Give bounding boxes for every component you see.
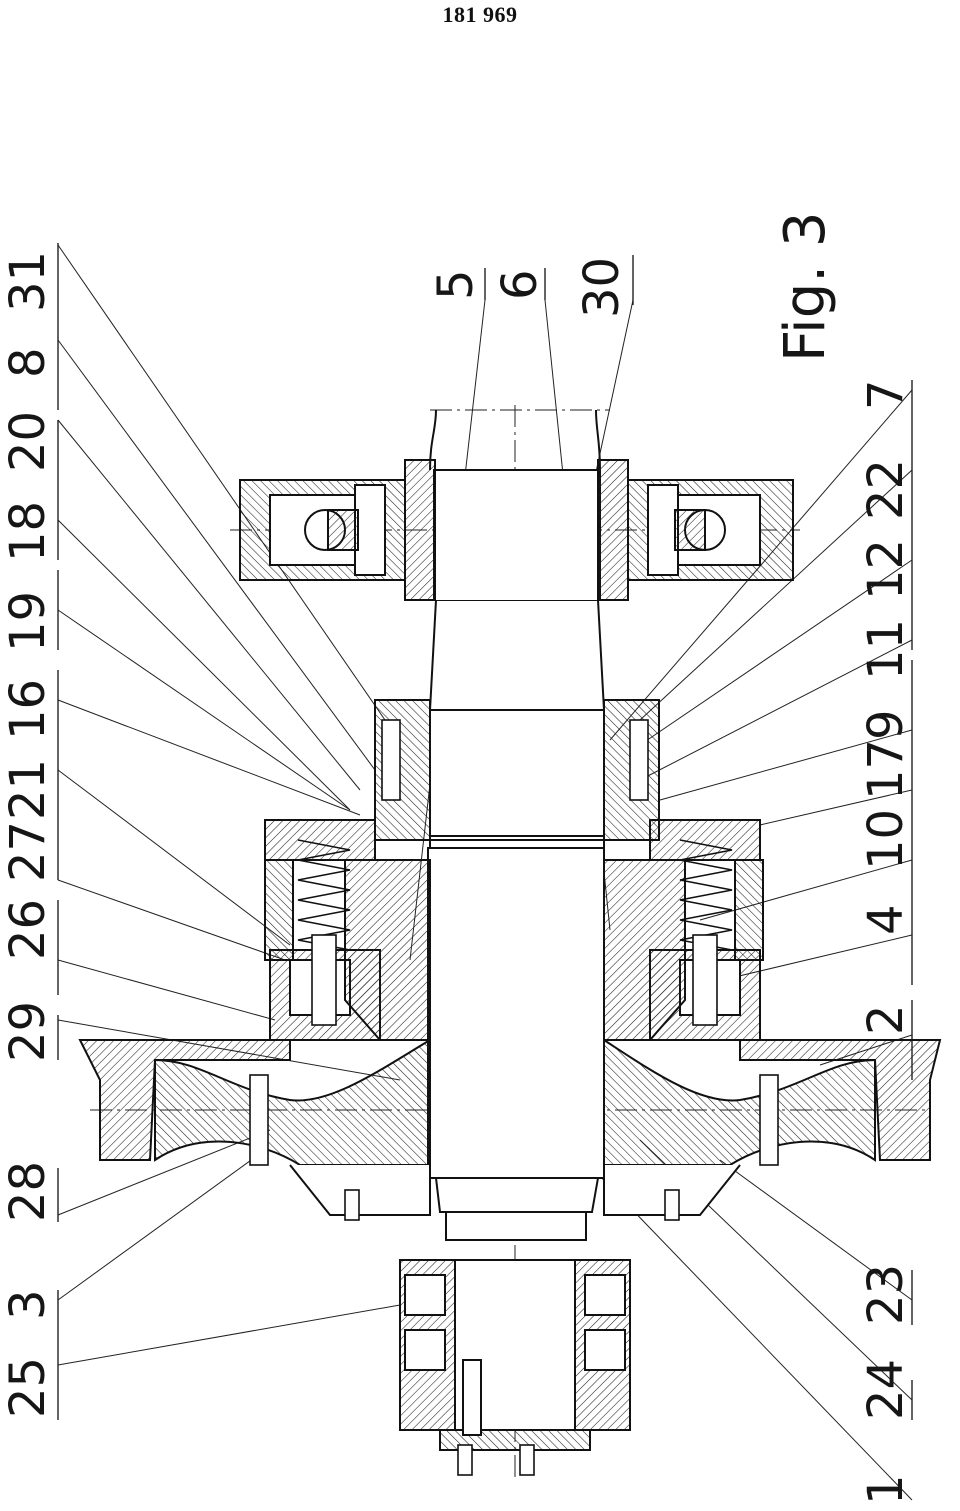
part-label-23: 23 — [858, 1263, 914, 1325]
part-label-8: 8 — [0, 347, 56, 378]
part-label-22: 22 — [858, 458, 914, 520]
wheel-disc — [78, 1038, 942, 1216]
part-label-16: 16 — [0, 678, 56, 740]
page-number: 181 969 — [442, 2, 518, 27]
part-label-25: 25 — [0, 1356, 56, 1418]
small-bolts — [249, 1074, 779, 1476]
part-label-11: 11 — [858, 618, 914, 680]
housing-bolts — [311, 719, 718, 1026]
figure-label: Fig. 3 — [773, 211, 838, 362]
part-label-31: 31 — [0, 250, 56, 312]
part-label-12: 12 — [858, 538, 914, 600]
part-label-29: 29 — [0, 1000, 56, 1062]
top-hub — [239, 459, 794, 601]
main-shaft — [427, 409, 606, 1241]
part-label-26: 26 — [0, 898, 56, 960]
part-label-27: 27 — [0, 820, 56, 882]
part-label-24: 24 — [858, 1358, 914, 1420]
part-label-7: 7 — [858, 379, 914, 410]
part-label-9: 9 — [858, 709, 914, 740]
springs — [297, 839, 733, 951]
part-label-18: 18 — [0, 500, 56, 562]
part-label-5: 5 — [428, 269, 484, 300]
part-label-3: 3 — [0, 1289, 56, 1320]
part-label-28: 28 — [0, 1160, 56, 1222]
part-label-1: 1 — [858, 1474, 914, 1505]
part-label-21: 21 — [0, 758, 56, 820]
part-label-17: 17 — [858, 738, 914, 800]
part-label-4: 4 — [858, 904, 914, 935]
part-label-19: 19 — [0, 590, 56, 652]
part-label-10: 10 — [858, 808, 914, 870]
part-label-6: 6 — [492, 269, 548, 300]
part-label-2: 2 — [858, 1004, 914, 1035]
lower-bearing-housing — [399, 1259, 631, 1451]
part-label-30: 30 — [574, 256, 630, 318]
part-label-20: 20 — [0, 410, 56, 472]
